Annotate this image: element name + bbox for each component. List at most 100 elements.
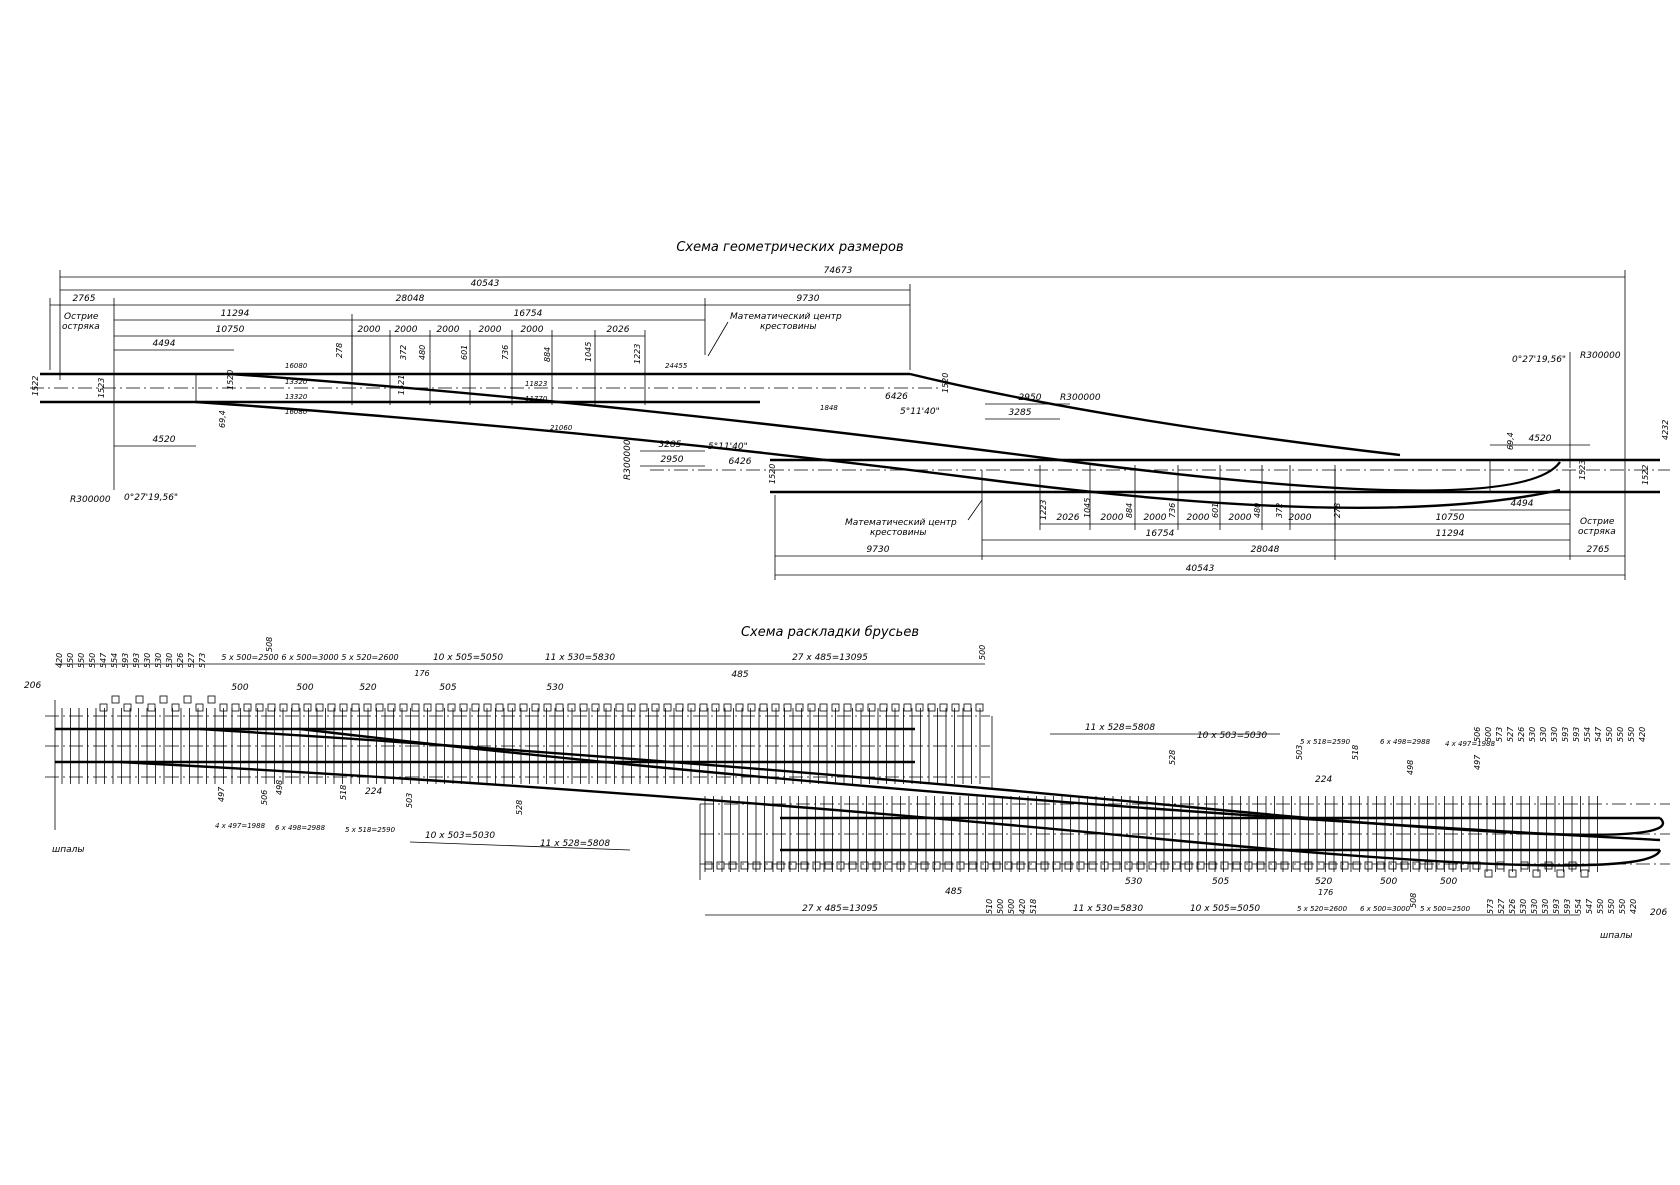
sl-low-group-5: 11 x 528=5808	[540, 839, 610, 849]
sl-bot-right-spacing: 530	[1519, 899, 1528, 914]
sleeper-box	[927, 703, 936, 712]
sl-right-edge: 206	[1650, 908, 1667, 918]
sleeper-box	[435, 703, 444, 712]
sl-bot-group-1: 27 x 485=13095	[802, 904, 878, 914]
ord-884: 884	[543, 347, 552, 362]
sl-mid-right-spacing: 550	[1605, 727, 1614, 742]
dim-bottom-2765: 2765	[1587, 545, 1610, 555]
gauge-1521-left: 1521	[397, 375, 406, 395]
bord-736: 736	[1168, 503, 1177, 518]
sleeper-box	[1100, 861, 1109, 870]
sleeper-box	[687, 703, 696, 712]
sl-bot-left-spacing: 420	[1018, 899, 1027, 914]
sleeper-box	[495, 703, 504, 712]
sleeper-box	[920, 861, 929, 870]
sl-bot-pitch-505: 505	[1212, 877, 1229, 887]
sl-top-pitch-508: 508	[265, 637, 274, 652]
dim-chain-2: 2000	[395, 325, 418, 335]
sleeper-box	[651, 703, 660, 712]
sleeper-box	[639, 703, 648, 712]
sleeper-box	[831, 703, 840, 712]
dim-chain-3: 2000	[437, 325, 460, 335]
dim-bottom-11294: 11294	[1436, 529, 1465, 539]
sl-bot-right-spacing: 554	[1574, 899, 1583, 914]
dim-bottom-9730: 9730	[867, 545, 890, 555]
sleeper-box	[1160, 861, 1169, 870]
sl-top-group-5: 11 x 530=5830	[545, 653, 615, 663]
sleeper-box	[1052, 861, 1061, 870]
sl-mid-group-2: 10 x 503=5030	[1197, 731, 1267, 741]
sleeper-box	[99, 703, 108, 712]
sl-bot-pitch-176: 176	[1318, 888, 1333, 897]
sl-top-left-spacing: 547	[99, 652, 108, 668]
sleeper-box	[1484, 869, 1493, 878]
sleeper-box	[944, 861, 953, 870]
sleeper-box	[896, 861, 905, 870]
sl-bot-right-spacing: 550	[1618, 899, 1627, 914]
sleepers-title: Схема раскладки брусьев	[741, 625, 919, 640]
label-point-tip-2: остряка	[62, 322, 100, 332]
gauge-1522-left: 1522	[31, 376, 40, 396]
sl-top-group-3: 5 x 520=2600	[341, 653, 398, 662]
gauge-1523-left: 1523	[97, 378, 106, 398]
sl-low-pitch-506: 506	[260, 790, 269, 805]
sleeper-box	[891, 703, 900, 712]
bord-372: 372	[1275, 503, 1284, 518]
sleeper-box	[843, 703, 852, 712]
dim-top-4494: 4494	[153, 339, 176, 349]
sleeper-box	[723, 703, 732, 712]
dim-3285-top: 2950	[1019, 393, 1042, 403]
sleeper-box	[1352, 861, 1361, 870]
sleeper-box	[716, 861, 725, 870]
sl-bot-pitch-500a: 500	[1380, 877, 1397, 887]
sl-low-group-4: 10 x 503=5030	[425, 831, 495, 841]
dim-top-10750: 10750	[216, 325, 245, 335]
sleeper-box	[267, 703, 276, 712]
sl-bot-right-spacing: 420	[1629, 899, 1638, 914]
sleeper-box	[1448, 861, 1457, 870]
sl-mid-right-spacing: 530	[1550, 727, 1559, 742]
sl-mid-pitch-503: 503	[1295, 745, 1304, 760]
dim-bottom-16754: 16754	[1146, 529, 1175, 539]
sl-bot-group-5: 6 x 500=3000	[1360, 905, 1411, 913]
sleeper-box	[824, 861, 833, 870]
sl-bot-right-spacing: 593	[1552, 899, 1561, 914]
sleeper-box	[195, 703, 204, 712]
sl-bot-left-spacing: 510	[985, 899, 994, 914]
sl-bot-right-spacing: 547	[1585, 898, 1594, 914]
gauge-1522-right: 1522	[1641, 465, 1650, 485]
dim-bchain-1: 2026	[1057, 513, 1080, 523]
sl-bot-pitch-500b: 500	[1440, 877, 1457, 887]
sl-mid-pitch-498: 498	[1406, 760, 1415, 775]
sleeper-box	[752, 861, 761, 870]
sl-bot-left-spacing: 518	[1029, 899, 1038, 914]
sl-bot-left-spacing: 500	[996, 899, 1005, 914]
sl-mid-right-spacing: 530	[1528, 727, 1537, 742]
ord-736: 736	[501, 345, 510, 360]
sleeper-box	[1556, 869, 1565, 878]
sl-bot-pitch-508: 508	[1409, 893, 1418, 908]
sl-mid-pitch-528: 528	[1168, 750, 1177, 765]
sleeper-box	[788, 861, 797, 870]
dim-half-left: 40543	[471, 279, 500, 289]
sleeper-box	[1196, 861, 1205, 870]
dim-bchain-3: 2000	[1144, 513, 1167, 523]
sl-top-left-spacing: 530	[154, 653, 163, 668]
sleeper-box	[800, 861, 809, 870]
sleeper-box	[956, 861, 965, 870]
sleeper-box	[1064, 861, 1073, 870]
sl-top-left-spacing: 550	[88, 653, 97, 668]
sleeper-box	[447, 703, 456, 712]
label-point-tip-b1: Острие	[1580, 517, 1615, 527]
len-13320-a: 13320	[285, 378, 308, 386]
sl-mid-group-5: 4 x 497=1988	[1445, 740, 1496, 748]
sleeper-box	[423, 703, 432, 712]
sleeper-box	[351, 703, 360, 712]
sl-top-pitch-500c: 500	[978, 645, 987, 660]
sleeper-box	[819, 703, 828, 712]
gauge-69-right: 69,4	[1506, 432, 1515, 450]
sl-top-group-2: 6 x 500=3000	[281, 653, 338, 662]
sleeper-box	[1460, 861, 1469, 870]
bord-1045: 1045	[1083, 498, 1092, 518]
sl-top-left-spacing: 526	[176, 653, 185, 668]
